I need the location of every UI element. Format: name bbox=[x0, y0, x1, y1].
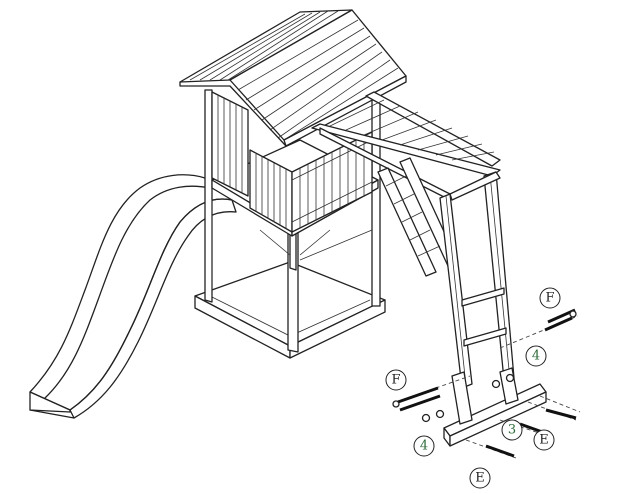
end-frame bbox=[439, 171, 515, 389]
bolt-f-left-1 bbox=[397, 386, 439, 404]
tower-side-wall bbox=[211, 91, 249, 197]
callout-f-top: F bbox=[539, 287, 561, 309]
bolt-f-top-1 bbox=[544, 316, 573, 332]
tower-front-railing bbox=[249, 131, 373, 233]
callout-f-left: F bbox=[385, 369, 407, 391]
callout-4-right: 4 bbox=[525, 345, 547, 367]
callout-e-right: E bbox=[533, 429, 555, 451]
foot-beam bbox=[443, 367, 547, 447]
svg-text:E: E bbox=[475, 471, 485, 486]
screw-e-1 bbox=[485, 444, 515, 458]
svg-text:3: 3 bbox=[508, 423, 516, 438]
svg-text:F: F bbox=[391, 373, 400, 388]
callout-4-left: 4 bbox=[413, 435, 435, 457]
climbing-ladder bbox=[377, 157, 459, 277]
callout-3: 3 bbox=[501, 419, 523, 441]
svg-text:4: 4 bbox=[420, 439, 428, 454]
screw-e-3 bbox=[545, 408, 577, 420]
svg-text:E: E bbox=[539, 433, 549, 448]
svg-text:4: 4 bbox=[532, 349, 540, 364]
bolt-f-left-2 bbox=[399, 394, 441, 412]
svg-text:F: F bbox=[545, 291, 554, 306]
callout-e-bottom: E bbox=[469, 467, 491, 489]
